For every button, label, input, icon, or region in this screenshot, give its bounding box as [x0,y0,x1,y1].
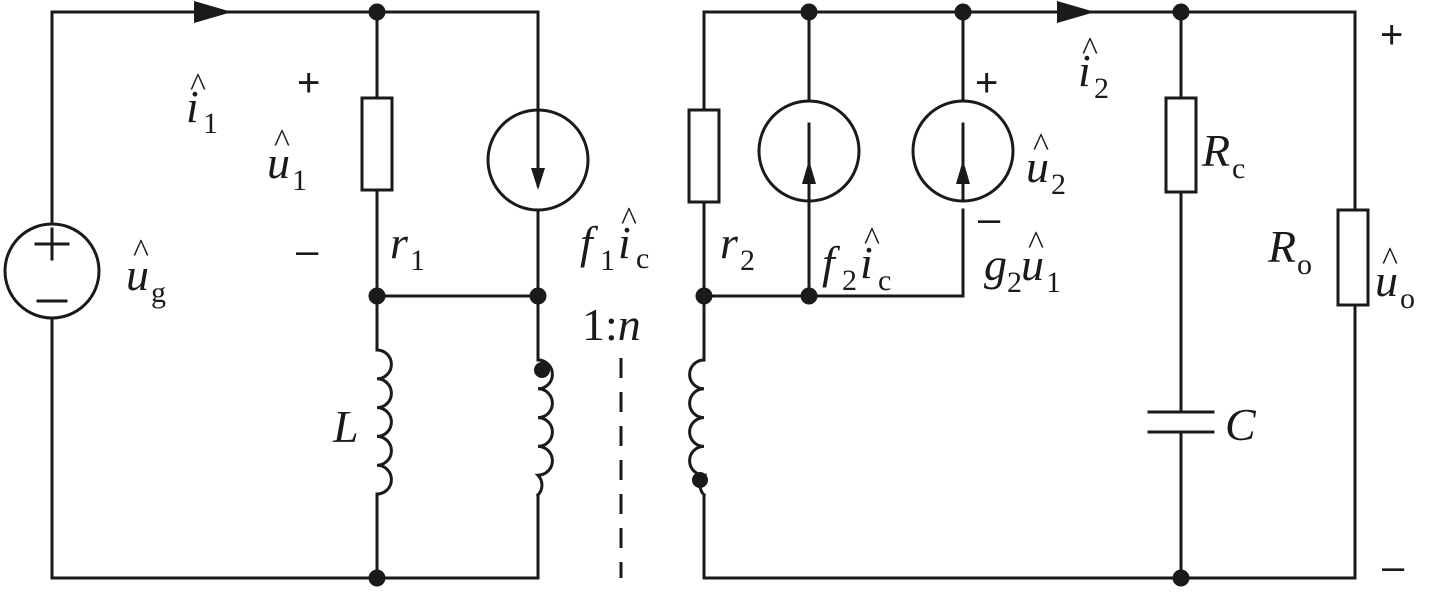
output-plus: + [1380,13,1403,57]
ratio-label: 1:n [582,299,641,350]
f1-coef-sub: 1 [600,244,615,277]
rc-sub: c [1232,152,1245,185]
ro-main: R [1267,221,1296,272]
g2-sub: 1 [1046,266,1061,299]
secondary-polarity-dot [692,472,708,488]
f2-coef-sub: 2 [842,264,857,297]
output-minus: – [1382,545,1405,589]
transformer-secondary [688,358,708,498]
resistor-ro [1336,208,1370,307]
current-source-g2 [911,99,1015,203]
labels: ^ i 1 + ^ u 1 – ^ u g r 1 L f 1 ^ i c 1:… [126,13,1415,589]
r2-sub: 2 [740,244,755,277]
top-wire-right [702,10,1357,212]
resistor-rc [1164,96,1198,194]
u2-plus: + [975,61,998,105]
node-bottom-right [1172,569,1190,587]
node-r2-bottom [695,287,713,305]
g2-hat: ^ [1028,225,1044,262]
inductor-L [375,348,393,496]
u2-hat: ^ [1033,127,1049,164]
ug-hat: ^ [133,233,149,270]
left-wires [50,10,540,580]
ug-main: u [126,249,149,300]
lower-node-wire [702,208,965,298]
f2-sub: c [878,264,891,297]
resistor-r1 [360,96,394,192]
i2-hat: ^ [1082,31,1098,68]
i2-main: i [1078,45,1091,96]
node-bottom-left [368,569,386,587]
i1-sub: 1 [203,107,218,140]
f2-arrow-head [802,160,816,184]
top-wire-left [50,10,540,112]
r1-main: r [390,217,409,268]
i1-hat: ^ [190,67,206,104]
C-label: C [1225,399,1257,450]
node-top-g2 [954,3,972,21]
current-source-f1 [486,108,590,212]
ug-sub: g [151,276,166,309]
u1-sub: 1 [292,164,307,197]
r2-main: r [720,217,739,268]
bottom-wire-left [50,316,540,580]
i2-sub: 2 [1094,72,1109,105]
current-arrow-i2 [1057,1,1095,23]
ratio-a: 1: [582,299,618,350]
uo-sub: o [1400,282,1415,315]
junction-nodes [368,3,1190,587]
current-source-f2 [757,99,861,203]
u1-main: u [267,137,290,188]
g2-arrow-head [956,160,970,184]
f1-main: i [618,217,631,268]
f1-arrow-head [531,168,545,190]
g2-coef-sub: 2 [1007,266,1022,299]
f2-main: i [860,237,873,288]
f1-hat: ^ [621,201,637,238]
f2-coef: f [822,237,841,288]
g2-coef: g [984,239,1007,290]
ro-sub: o [1297,248,1312,281]
g2-main: u [1021,239,1044,290]
ratio-b: n [618,299,641,350]
f2-hat: ^ [864,221,880,258]
u1-minus: – [296,229,319,273]
r1-sub: 1 [410,244,425,277]
f1-coef: f [580,217,599,268]
right-wires [702,10,1357,580]
L-label: L [332,401,359,452]
source-circle [3,222,101,320]
voltage-source-ug [3,222,101,320]
node-top-rc [1172,3,1190,21]
u1-plus: + [297,61,320,105]
primary-polarity-dot [534,362,550,378]
u2-minus: – [978,197,1001,241]
node-mid-right [529,287,547,305]
rc-main: R [1201,125,1230,176]
capacitor-C [1147,410,1215,434]
resistor-r2 [687,108,721,204]
i1-main: i [186,81,199,132]
u1-hat: ^ [274,123,290,160]
node-top-r1 [368,3,386,21]
u2-sub: 2 [1051,168,1066,201]
node-top-f2 [800,3,818,21]
transformer-primary [534,358,554,498]
uo-main: u [1375,255,1398,306]
bottom-wire-right [702,303,1357,580]
uo-hat: ^ [1382,241,1398,278]
node-mid-left [368,287,386,305]
u2-main: u [1026,141,1049,192]
current-arrow-i1 [194,1,232,23]
f1-sub: c [636,242,649,275]
node-f2-bottom [800,287,818,305]
